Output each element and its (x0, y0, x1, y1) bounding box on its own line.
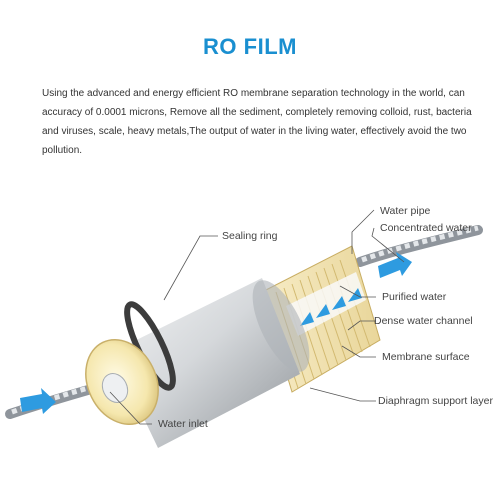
leader-lines (109, 209, 405, 425)
description-text: Using the advanced and energy efficient … (42, 88, 472, 156)
page-title: RO FILM (203, 34, 297, 59)
label-water-pipe: Water pipe (380, 205, 431, 217)
label-diaphragm-support-layer: Diaphragm support layer (378, 395, 493, 407)
description: Using the advanced and energy efficient … (42, 84, 474, 160)
label-purified-water: Purified water (382, 291, 447, 303)
outlet-hose (355, 225, 483, 267)
end-cap (85, 338, 159, 426)
label-water-inlet: Water inlet (158, 418, 208, 430)
label-concentrated-water: Concentrated water (380, 222, 472, 234)
label-sealing-ring: Sealing ring (222, 230, 278, 242)
label-membrane-surface: Membrane surface (382, 351, 470, 363)
concentrated-water-arrow (378, 252, 412, 278)
water-inlet-arrow (20, 388, 56, 414)
membrane-housing (112, 278, 310, 448)
label-dense-water-channel: Dense water channel (374, 315, 473, 327)
